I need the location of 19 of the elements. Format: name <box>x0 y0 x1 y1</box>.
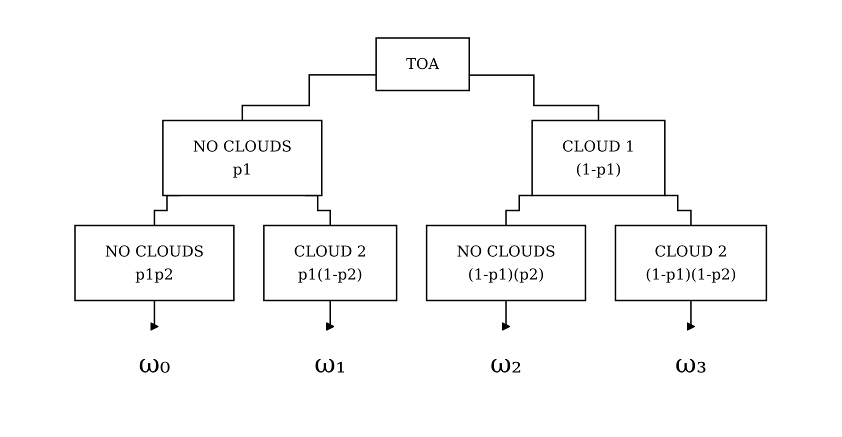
arrow <box>326 300 335 331</box>
node-box: NO CLOUDS p1p2 <box>74 224 235 301</box>
connector <box>242 74 376 121</box>
arrow <box>502 300 511 331</box>
arrow <box>150 300 160 331</box>
arrow <box>686 300 696 331</box>
node-box: NO CLOUDS p1 <box>162 120 323 196</box>
node-box: NO CLOUDS (1-p1)(p2) <box>426 224 587 301</box>
node-text: ω₁ <box>314 349 346 380</box>
node-text: ω₀ <box>138 349 171 380</box>
node-box: CLOUD 1 (1-p1) <box>532 120 666 196</box>
connector <box>664 194 692 226</box>
node-text: ω₂ <box>490 349 522 380</box>
connector <box>470 74 600 121</box>
node-box: CLOUD 2 p1(1-p2) <box>263 224 398 301</box>
node-text: ω₃ <box>675 349 708 380</box>
node-box: TOA <box>376 37 470 91</box>
node-box: CLOUD 2 (1-p1)(1-p2) <box>615 224 768 301</box>
connector <box>506 194 533 226</box>
